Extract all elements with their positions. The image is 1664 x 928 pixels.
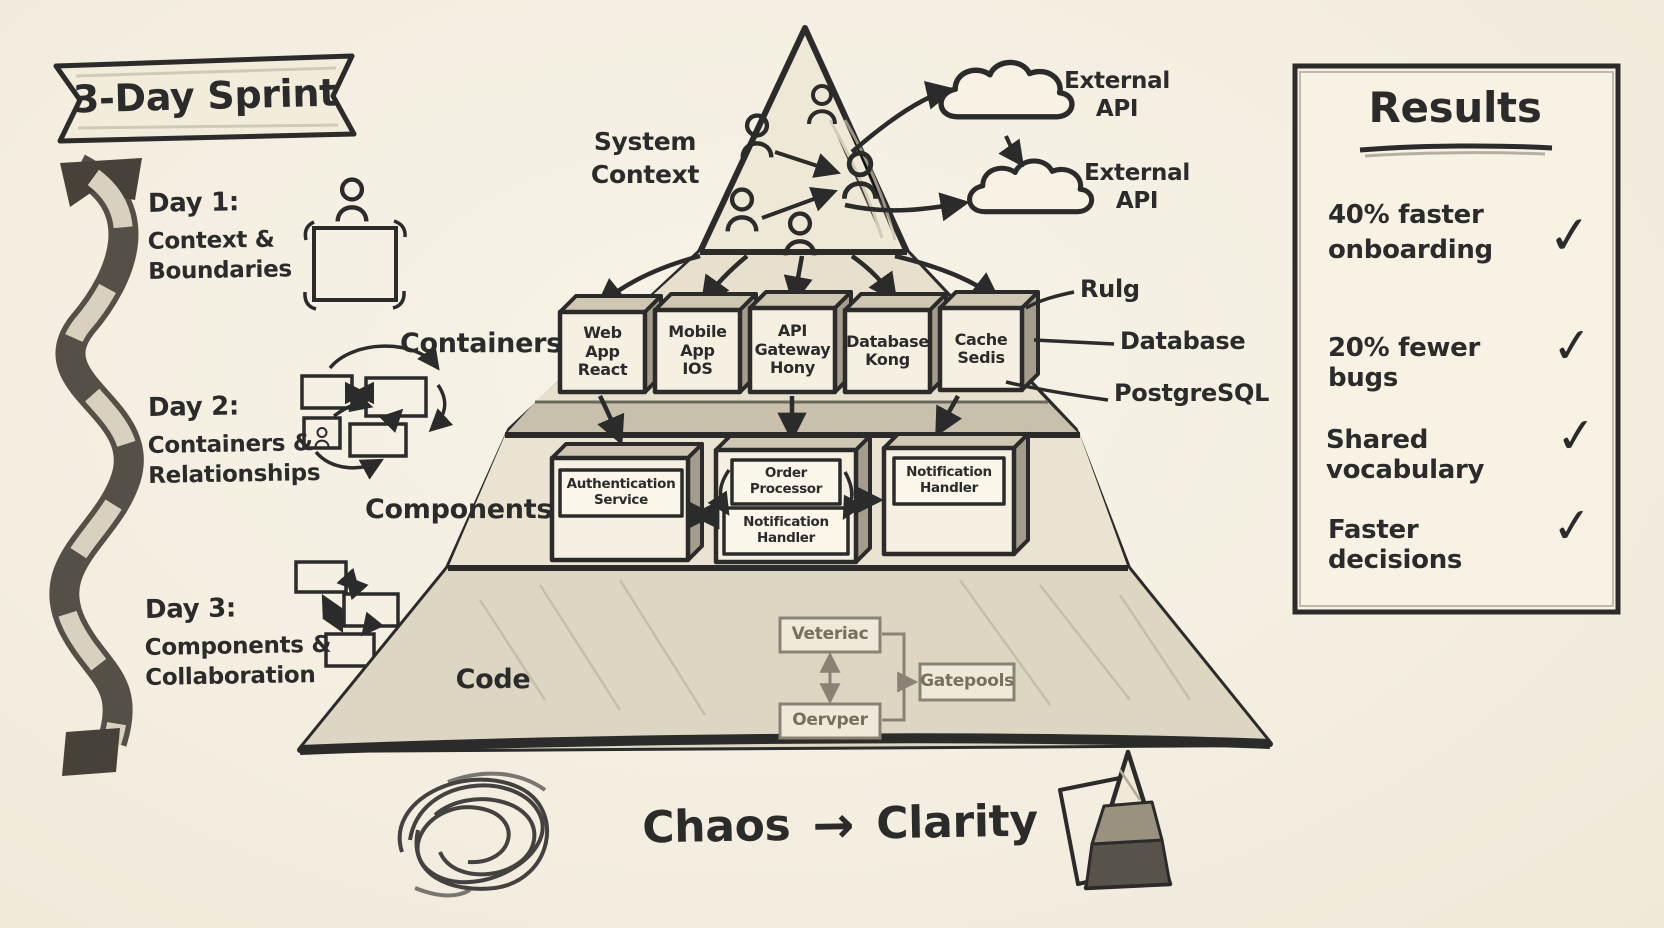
chaos-label: Chaos bbox=[641, 799, 791, 854]
code-module-boxes bbox=[778, 616, 1016, 740]
results-item-3: Shared vocabulary bbox=[1326, 425, 1485, 485]
day-3-description: Components & Collaboration bbox=[144, 631, 332, 691]
annotation-database: Database bbox=[1120, 327, 1246, 355]
component-authentication-label: Authentication Service bbox=[566, 476, 676, 508]
day-1-context-icon bbox=[303, 180, 407, 311]
cloud-icon bbox=[941, 62, 1072, 116]
containers-label: Containers bbox=[400, 328, 562, 359]
checkmark-icon: ✓ bbox=[1549, 316, 1595, 376]
component-boxes bbox=[549, 432, 1030, 565]
footer-tagline: Chaos → Clarity bbox=[620, 795, 1061, 855]
component-notification-right-label: Notification Handler bbox=[906, 464, 992, 496]
annotation-rulg: Rulg bbox=[1080, 275, 1140, 303]
container-mobile-app-label: Mobile App IOS bbox=[668, 322, 727, 379]
external-api-clouds bbox=[844, 62, 1092, 222]
day-1-description: Context & Boundaries bbox=[147, 226, 293, 285]
results-item-4: Faster decisions bbox=[1328, 515, 1463, 575]
results-panel-frame bbox=[1292, 63, 1621, 615]
external-api-label-1: External API bbox=[1064, 68, 1170, 122]
chaos-scribble bbox=[397, 771, 549, 898]
container-box-cache bbox=[937, 290, 1040, 393]
day-2-title: Day 2: bbox=[147, 391, 240, 424]
day-2-containers-icon bbox=[300, 344, 454, 480]
right-arrow-icon: → bbox=[811, 796, 855, 855]
day-1-title: Day 1: bbox=[147, 187, 240, 219]
checkmark-icon: ✓ bbox=[1549, 496, 1595, 556]
component-order-label: Order Processor bbox=[749, 465, 823, 497]
timeline-ribbon bbox=[49, 154, 144, 776]
container-cache-label: Cache Sedis bbox=[954, 329, 1008, 367]
component-notification-mid-label: Notification Handler bbox=[743, 514, 829, 546]
day-1-block: Day 1: Context & Boundaries bbox=[147, 187, 358, 286]
code-label: Code bbox=[455, 664, 531, 695]
context-people-icons bbox=[728, 84, 876, 255]
external-api-label-2: External API bbox=[1084, 160, 1190, 214]
results-title: Results bbox=[1368, 83, 1542, 132]
container-boxes bbox=[557, 290, 1040, 395]
banner-ribbon bbox=[53, 53, 357, 144]
component-box-authentication bbox=[549, 442, 704, 563]
day-2-block: Day 2: Containers & Relationships bbox=[147, 391, 378, 490]
day-3-components-icon bbox=[294, 560, 400, 668]
components-label: Components bbox=[365, 494, 553, 525]
banner-title: 3-Day Sprint bbox=[72, 70, 338, 122]
component-box-notification bbox=[881, 432, 1030, 557]
system-context-label: System Context bbox=[590, 127, 700, 189]
cloud-icon bbox=[970, 161, 1092, 212]
container-web-app-label: Web App React bbox=[577, 323, 628, 380]
checkmark-icon: ✓ bbox=[1545, 204, 1595, 268]
clarity-label: Clarity bbox=[875, 795, 1039, 850]
day-2-description: Containers & Relationships bbox=[147, 430, 321, 489]
container-database-label: Database Kong bbox=[846, 331, 929, 369]
day-3-block: Day 3: Components & Collaboration bbox=[144, 593, 375, 692]
day-3-title: Day 3: bbox=[144, 593, 237, 626]
results-item-1: 40% faster onboarding bbox=[1328, 200, 1493, 266]
checkmark-icon: ✓ bbox=[1553, 406, 1599, 466]
container-to-component-arrows bbox=[597, 394, 963, 446]
container-box-mobile-app bbox=[652, 292, 758, 395]
results-item-2: 20% fewer bugs bbox=[1328, 333, 1481, 393]
container-api-gateway-label: API Gateway Hony bbox=[754, 321, 831, 378]
clarity-pyramid-icon bbox=[1058, 749, 1173, 891]
code-module-1-label: Veteriac bbox=[791, 624, 869, 645]
code-module-3-label: Oervper bbox=[792, 710, 868, 731]
code-tier bbox=[300, 568, 1270, 750]
annotation-postgresql: PostgreSQL bbox=[1114, 379, 1270, 407]
code-module-2-label: Gatepools bbox=[920, 671, 1014, 692]
annotation-lines bbox=[1005, 290, 1115, 402]
